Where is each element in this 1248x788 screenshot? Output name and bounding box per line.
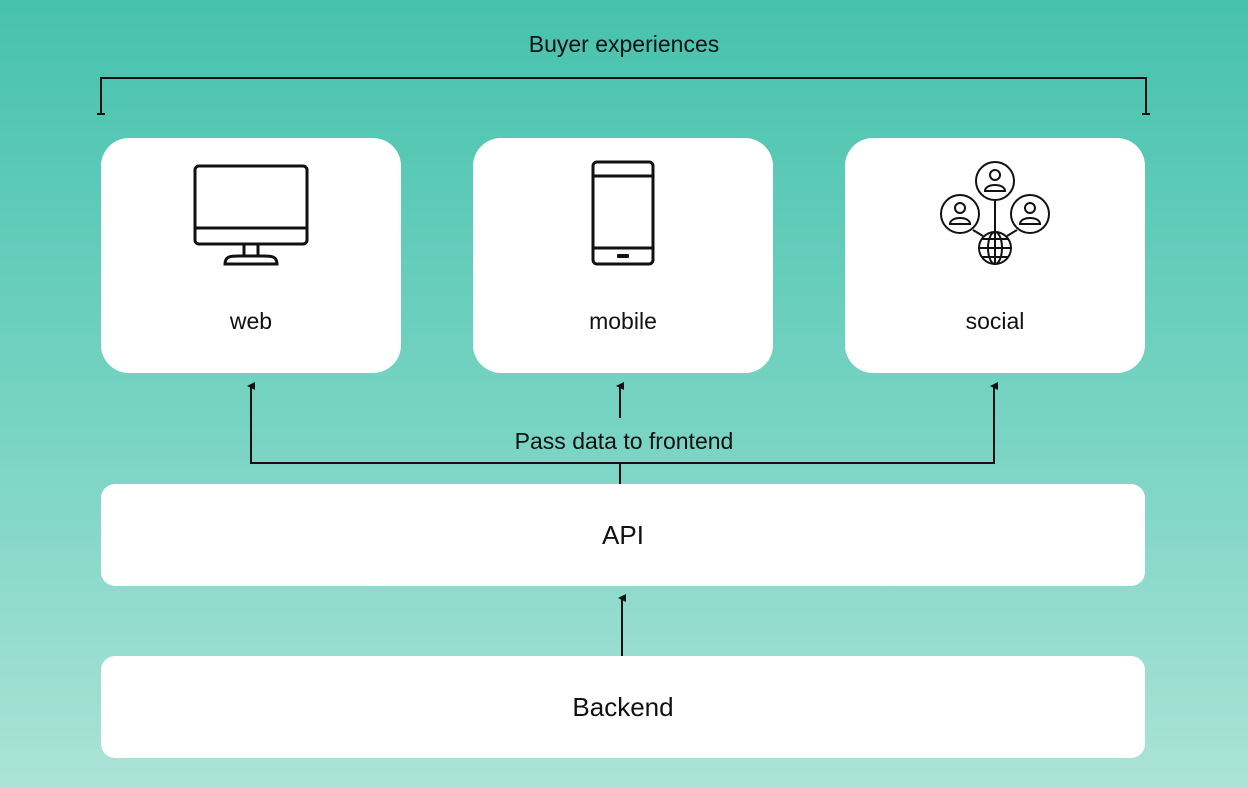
buyer-experiences-label: Buyer experiences — [528, 31, 720, 57]
social-card: social — [845, 138, 1145, 373]
desktop-monitor-icon — [193, 164, 309, 266]
pass-data-label: Pass data to frontend — [514, 428, 734, 454]
mobile-card: mobile — [473, 138, 773, 373]
social-network-icon — [940, 161, 1050, 265]
smartphone-icon — [591, 160, 655, 266]
api-label: API — [602, 520, 644, 550]
backend-label: Backend — [572, 692, 674, 722]
experience-bracket — [97, 77, 1150, 115]
backend-layer: Backend — [101, 656, 1145, 758]
api-layer: API — [101, 484, 1145, 586]
web-label: web — [229, 308, 273, 334]
mobile-label: mobile — [589, 308, 657, 334]
social-label: social — [965, 308, 1025, 334]
web-card: web — [101, 138, 401, 373]
